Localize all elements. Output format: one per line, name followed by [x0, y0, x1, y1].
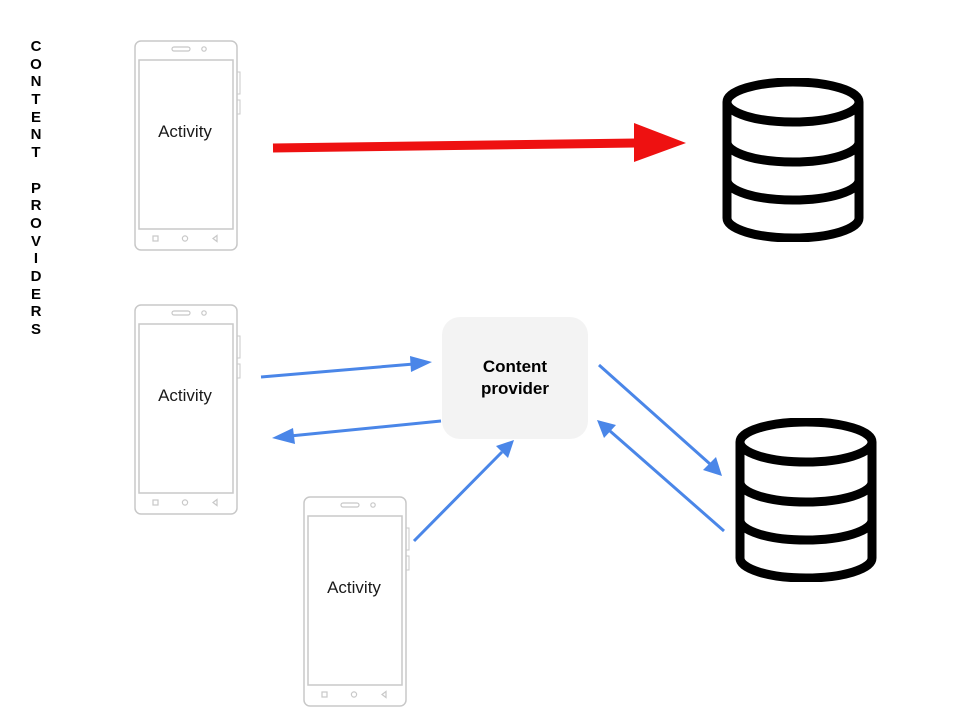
phone-icon — [134, 304, 241, 515]
activity-bottom-to-provider-arrow — [412, 440, 514, 543]
phone-label: Activity — [158, 386, 212, 405]
content-provider-box: Content provider — [442, 317, 588, 439]
activity-to-provider-arrow — [260, 356, 432, 379]
provider-to-activity-arrow — [272, 419, 442, 444]
phone-label: Activity — [327, 578, 381, 597]
vertical-title: C O N T E N T P R O V I D E R S — [26, 38, 46, 339]
phone-activity-top: Activity — [134, 40, 241, 252]
database-icon — [722, 78, 864, 242]
database-icon — [735, 418, 877, 582]
title-letter: R — [30, 197, 42, 215]
phone-icon — [134, 40, 241, 251]
phone-activity-middle: Activity — [134, 304, 241, 516]
phone-activity-bottom: Activity — [303, 496, 410, 708]
phone-icon — [303, 496, 410, 707]
title-letter: V — [30, 232, 41, 250]
provider-to-database-arrow — [598, 363, 722, 476]
title-letter: D — [30, 267, 42, 285]
title-letter: E — [30, 108, 41, 126]
phone-label: Activity — [158, 122, 212, 141]
content-provider-label: Content provider — [480, 357, 550, 398]
title-letter: E — [30, 285, 41, 303]
title-letter: O — [30, 55, 42, 73]
title-letter: P — [30, 179, 41, 197]
title-letter: R — [30, 303, 42, 321]
title-letter: N — [30, 73, 42, 91]
title-letter: O — [30, 214, 42, 232]
database-to-provider-arrow — [597, 420, 725, 533]
title-letter: N — [30, 126, 42, 144]
title-letter: S — [30, 321, 41, 338]
title-letter: T — [31, 91, 41, 109]
title-letter: T — [31, 144, 41, 162]
title-letter: C — [30, 38, 42, 55]
title-letter: I — [33, 250, 39, 268]
direct-access-arrow — [272, 123, 686, 162]
